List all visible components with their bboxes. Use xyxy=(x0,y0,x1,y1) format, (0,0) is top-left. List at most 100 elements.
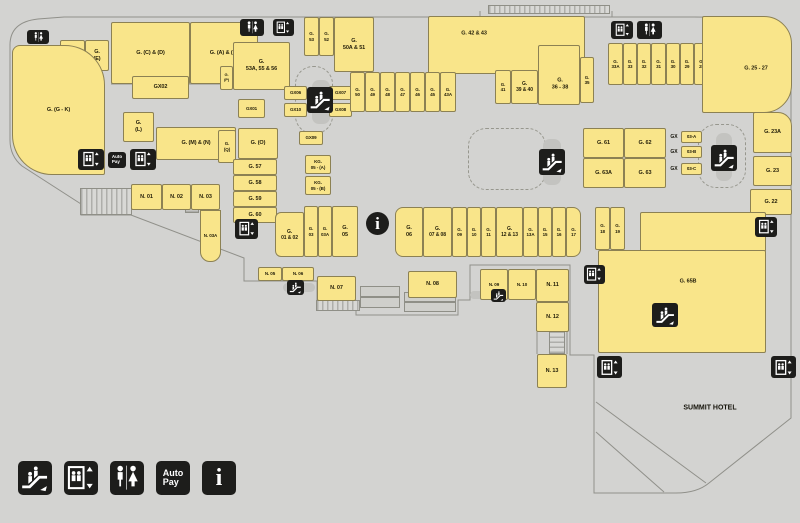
store-label: G. 17 xyxy=(571,226,576,237)
legend-info-icon: i xyxy=(202,461,236,495)
store-gx03-a[interactable]: 03-A xyxy=(681,131,702,143)
autopay-icon: Auto Pay xyxy=(108,152,126,168)
store-g-63a[interactable]: G. 63A xyxy=(583,158,624,188)
store-g-12-13[interactable]: G. 12 & 13 xyxy=(496,207,523,257)
store-label: G. 58 xyxy=(248,179,262,186)
store-n-05[interactable]: N. 05 xyxy=(258,267,282,281)
legend-restroom-icon xyxy=(110,461,144,495)
store-g-36-38[interactable]: G. 36 - 38 xyxy=(538,45,580,105)
n13-corridor xyxy=(536,332,568,354)
store-g-01-02[interactable]: G. 01 & 02 xyxy=(275,212,304,257)
store-gx10[interactable]: GX10 xyxy=(284,103,307,117)
store-g-33[interactable]: G. 33 xyxy=(623,43,637,85)
store-gx06[interactable]: GX06 xyxy=(284,86,307,100)
store-label: N. 03A xyxy=(203,233,218,239)
store-g-06[interactable]: G. 06 xyxy=(395,207,423,257)
store-g-47[interactable]: G. 47 xyxy=(395,72,410,112)
store-g-63[interactable]: G. 63 xyxy=(624,158,666,188)
store-label: G. 48 xyxy=(385,86,390,97)
store-g-25-27[interactable]: G. 25 - 27 xyxy=(702,16,792,113)
store-g-19[interactable]: G. 19 xyxy=(610,207,625,250)
store-g-10[interactable]: G. 10 xyxy=(467,207,481,257)
store-n-02[interactable]: N. 02 xyxy=(162,184,191,210)
hotel-diagonals xyxy=(595,401,707,493)
store-label: G. 39 & 40 xyxy=(516,81,533,93)
store-g-41[interactable]: G. 41 xyxy=(495,70,511,104)
restroom-icon xyxy=(27,30,49,44)
store-label: G. 13A xyxy=(526,226,535,237)
store-n-08[interactable]: N. 08 xyxy=(408,271,457,298)
store-n-12[interactable]: N. 12 xyxy=(536,302,569,332)
store-g-l[interactable]: G. (L) xyxy=(123,112,154,142)
store-g-50[interactable]: G. 50 xyxy=(350,72,365,112)
store-g-48[interactable]: G. 48 xyxy=(380,72,395,112)
store-n-06[interactable]: N. 06 xyxy=(282,267,314,281)
store-gx01[interactable]: GX01 xyxy=(238,99,265,118)
store-g-p[interactable]: G. (P) xyxy=(220,66,233,90)
store-g-03a[interactable]: G. 03A xyxy=(318,206,332,257)
store-n-13[interactable]: N. 13 xyxy=(537,354,567,388)
store-g-59[interactable]: G. 59 xyxy=(233,191,277,207)
store-g-53a-55-56[interactable]: G. 53A, 55 & 56 xyxy=(233,42,290,90)
elevator-icon xyxy=(584,265,605,284)
store-g-33a[interactable]: G. 33A xyxy=(608,43,623,85)
store-g-16[interactable]: G. 16 xyxy=(552,207,566,257)
store-g-15[interactable]: G. 15 xyxy=(538,207,552,257)
store-n-03[interactable]: N. 03 xyxy=(191,184,220,210)
store-g-c-d[interactable]: G. (C) & (D) xyxy=(111,22,190,84)
store-g-62[interactable]: G. 62 xyxy=(624,128,666,158)
escalator-icon xyxy=(652,303,678,327)
store-g-65b-upper[interactable] xyxy=(640,212,766,252)
store-g-22[interactable]: G. 22 xyxy=(750,189,792,215)
store-n-07[interactable]: N. 07 xyxy=(317,276,356,301)
store-g-07-08[interactable]: G. 07 & 08 xyxy=(423,207,452,257)
store-label: G. 59 xyxy=(248,195,262,202)
store-gx02[interactable]: GX02 xyxy=(132,76,189,99)
store-n-01[interactable]: N. 01 xyxy=(131,184,162,210)
store-g-13a[interactable]: G. 13A xyxy=(523,207,538,257)
store-g-52[interactable]: G. 52 xyxy=(319,17,334,56)
autopay-label: Auto Pay xyxy=(162,467,184,487)
store-label: KG. 05 - (B) xyxy=(310,180,326,191)
store-g-17[interactable]: G. 17 xyxy=(566,207,581,257)
store-g-q[interactable]: G. (Q) xyxy=(218,130,236,163)
store-g-58[interactable]: G. 58 xyxy=(233,175,277,191)
store-g-29[interactable]: G. 29 xyxy=(680,43,694,85)
store-g-53[interactable]: G. 53 xyxy=(304,17,319,56)
legend-elevator-icon xyxy=(64,461,98,495)
store-g-57[interactable]: G. 57 xyxy=(233,159,277,175)
store-g-23[interactable]: G. 23 xyxy=(753,156,792,186)
store-g-05[interactable]: G. 05 xyxy=(332,206,358,257)
store-label: G. 35 xyxy=(584,74,590,85)
store-g-18[interactable]: G. 18 xyxy=(595,207,610,250)
store-label: G. (G - K) xyxy=(46,106,71,113)
store-g-50a-51[interactable]: G. 50A & 51 xyxy=(334,17,374,72)
store-gx09[interactable]: GX09 xyxy=(299,131,323,145)
store-g-43a[interactable]: G. 43A xyxy=(440,72,456,112)
store-g-30[interactable]: G. 30 xyxy=(666,43,680,85)
store-n-10[interactable]: N. 10 xyxy=(508,269,536,300)
store-gx03-b[interactable]: 03-B xyxy=(681,146,702,158)
store-g-65b[interactable]: G. 65B xyxy=(598,250,766,353)
store-gx03-c[interactable]: 03-C xyxy=(681,163,702,175)
store-g-31[interactable]: G. 31 xyxy=(651,43,666,85)
store-label: G. 49 xyxy=(370,86,375,97)
store-g-32[interactable]: G. 32 xyxy=(637,43,651,85)
store-label: G. 25 - 27 xyxy=(744,65,768,72)
store-g-o[interactable]: G. (O) xyxy=(238,128,278,159)
store-g-09[interactable]: G. 09 xyxy=(452,207,467,257)
store-g-46[interactable]: G. 46 xyxy=(410,72,425,112)
store-n-11[interactable]: N. 11 xyxy=(536,269,569,302)
store-g-11[interactable]: G. 11 xyxy=(481,207,496,257)
store-g-35[interactable]: G. 35 xyxy=(580,57,594,103)
store-g-61[interactable]: G. 61 xyxy=(583,128,624,158)
elevator-icon xyxy=(597,356,622,378)
store-g-39-40[interactable]: G. 39 & 40 xyxy=(511,70,538,104)
store-n-03a[interactable]: N. 03A xyxy=(200,210,221,262)
store-g-45[interactable]: G. 45 xyxy=(425,72,440,112)
store-kg-05-a[interactable]: KG. 05 - (A) xyxy=(305,155,331,174)
store-g-23a[interactable]: G. 23A xyxy=(753,112,792,153)
store-g-49[interactable]: G. 49 xyxy=(365,72,380,112)
store-kg-05-b[interactable]: KG. 05 - (B) xyxy=(305,176,331,195)
store-g-03[interactable]: G. 03 xyxy=(304,206,318,257)
